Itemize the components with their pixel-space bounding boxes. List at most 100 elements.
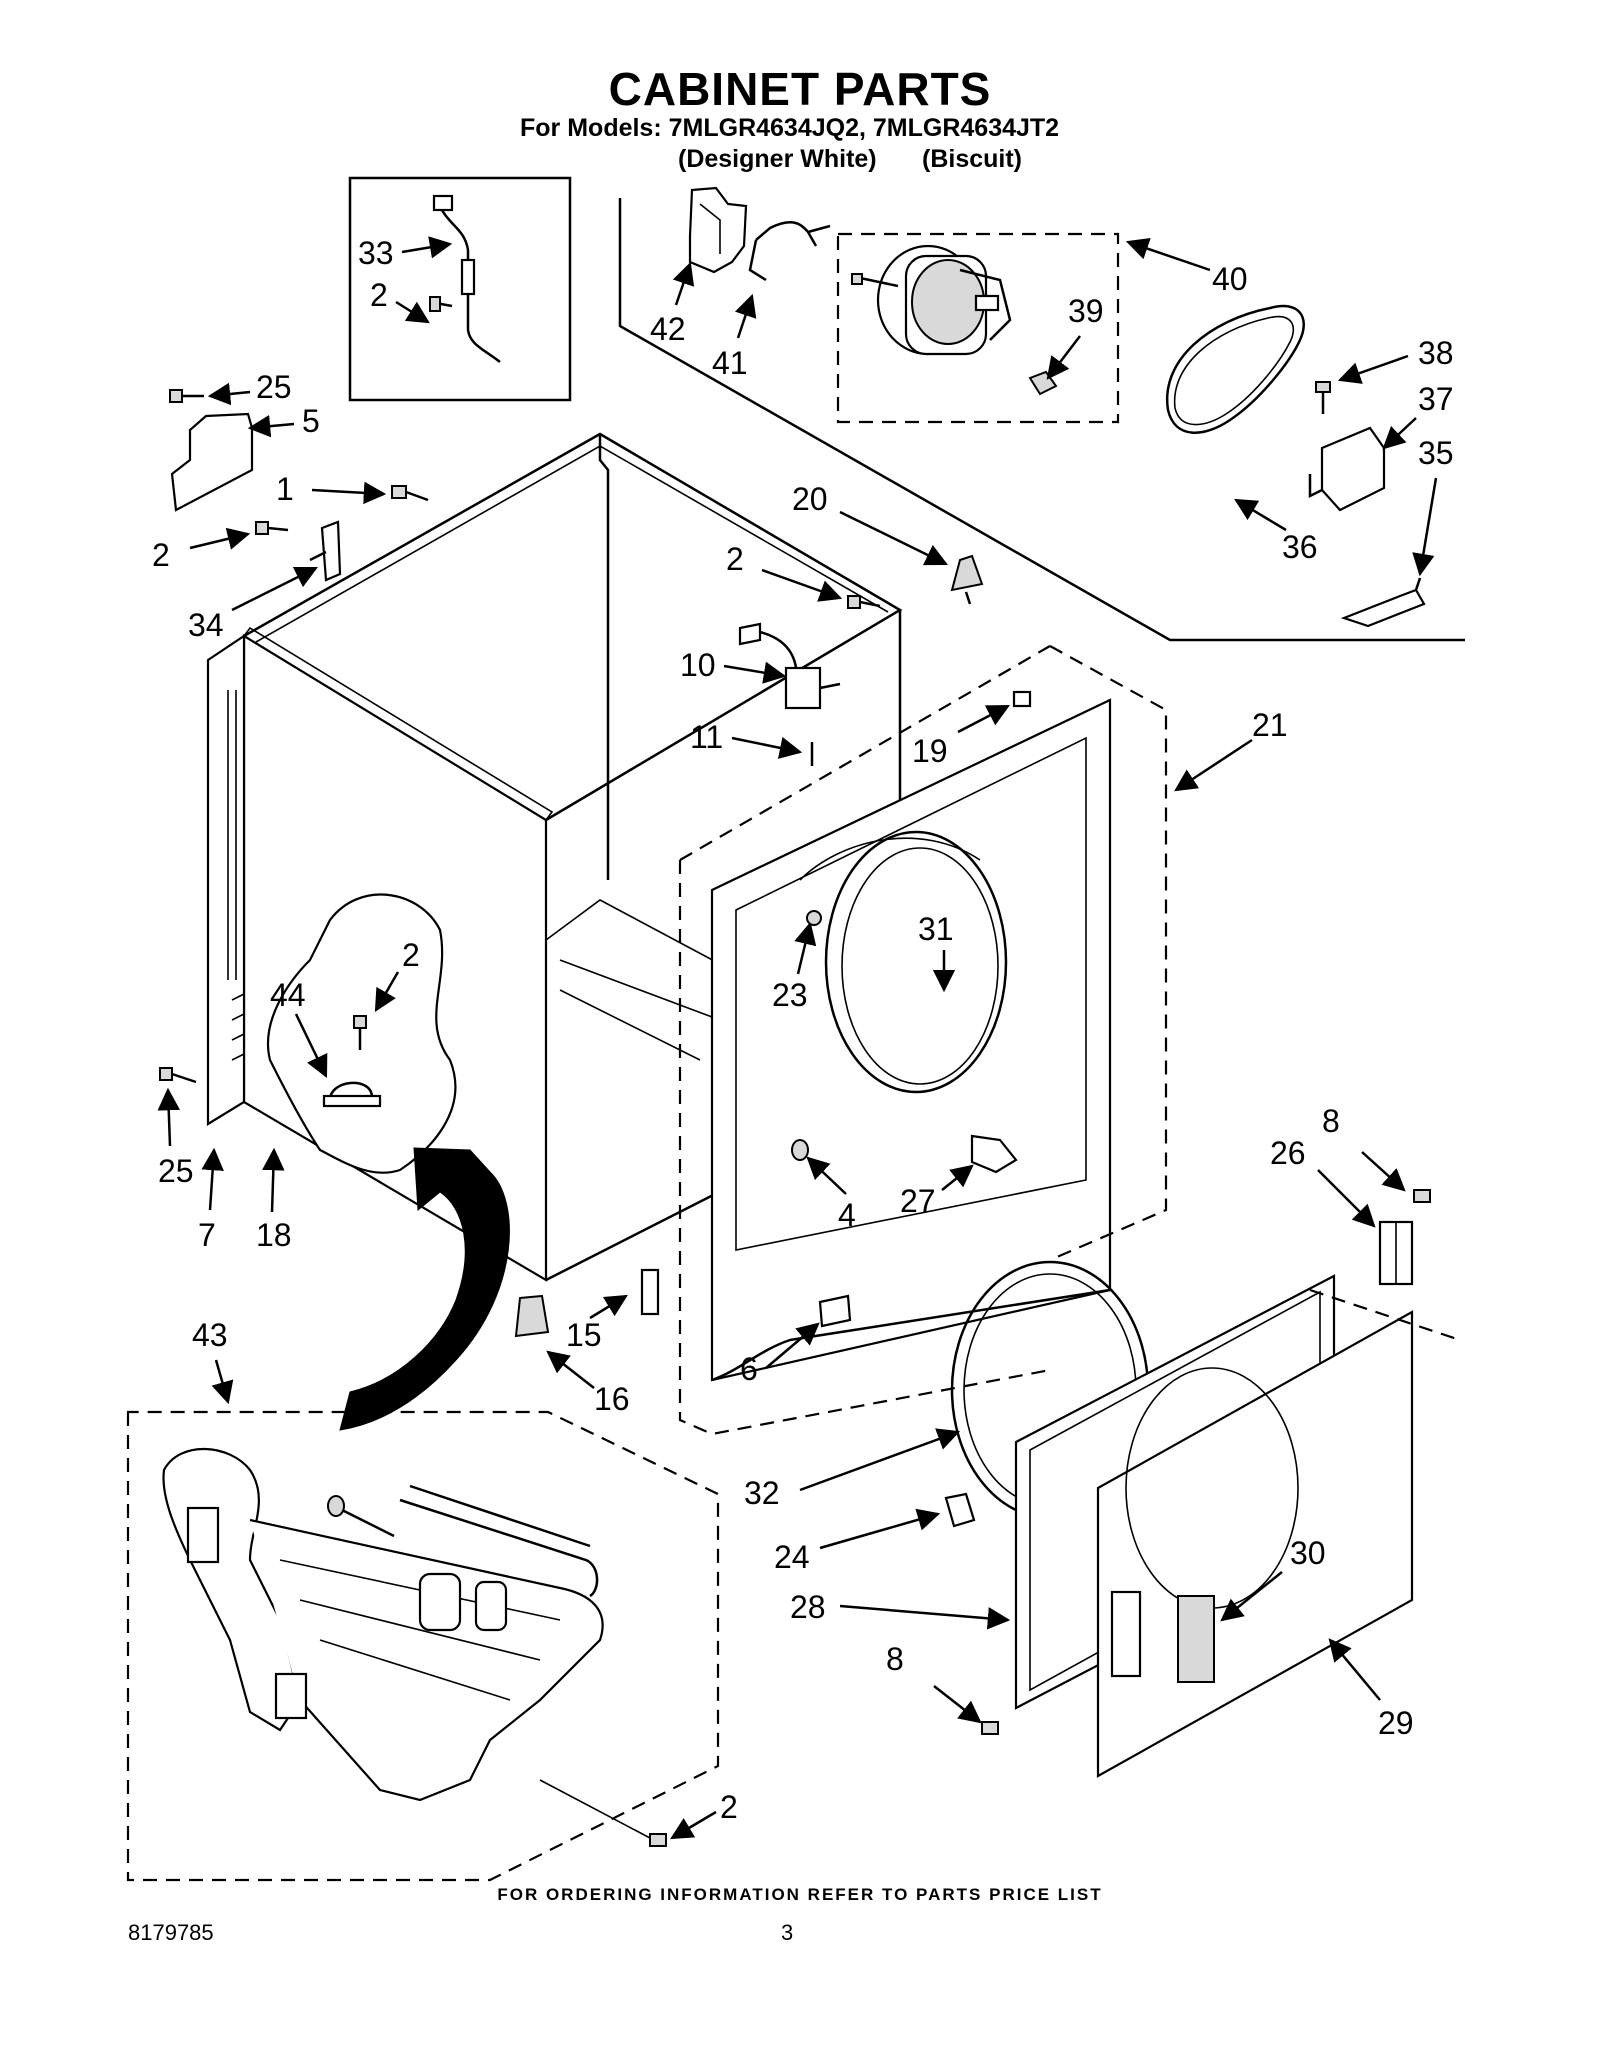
callout-44-label: 44 <box>270 977 306 1013</box>
callout-26-label: 26 <box>1270 1135 1306 1171</box>
part-36-drive-belt <box>1165 305 1305 434</box>
part-5-cover <box>170 412 254 512</box>
callout-21-label: 21 <box>1252 707 1288 743</box>
callout-28-label: 28 <box>790 1589 826 1625</box>
callout-32: 32 <box>744 1428 961 1511</box>
callout-30-label: 30 <box>1290 1535 1326 1571</box>
callout-15: 15 <box>566 1268 660 1353</box>
callout-20-label: 20 <box>792 481 828 517</box>
part-35-idler <box>1340 577 1426 628</box>
part-38-screw <box>1315 381 1331 414</box>
callout-29: 29 <box>1328 1638 1414 1741</box>
callout-4: 4 <box>791 1139 856 1233</box>
callout-37: 37 <box>1382 381 1454 450</box>
motor-assembly-box <box>836 232 1120 424</box>
part-39-motor <box>851 244 1058 396</box>
callout-11: 11 <box>690 719 814 766</box>
callout-5: 5 <box>247 403 320 439</box>
part-34-bracket <box>309 520 342 582</box>
part-25-screw-top <box>169 389 204 403</box>
callout-6: 6 <box>740 1294 852 1387</box>
callout-20: 20 <box>792 481 949 566</box>
callout-36: 36 <box>1234 498 1318 565</box>
callout-27: 27 <box>900 1134 1018 1219</box>
part-26-hinge <box>1378 1220 1414 1286</box>
callout-18-label: 18 <box>256 1217 292 1253</box>
callout-2-inset: 2 <box>370 277 430 324</box>
callout-2-left: 2 <box>152 521 289 573</box>
callout-25-bottom: 25 <box>157 1067 197 1189</box>
callout-1: 1 <box>276 471 429 507</box>
page-number: 3 <box>781 1920 794 1945</box>
callout-39-label: 39 <box>1068 293 1104 329</box>
door-assembly <box>950 1260 1461 1778</box>
callout-19: 19 <box>912 690 1032 769</box>
callout-23-label: 23 <box>772 977 808 1013</box>
callout-5-label: 5 <box>302 403 320 439</box>
motor-area-divider <box>618 198 1465 642</box>
inset-box-thermal-fuse <box>348 176 572 402</box>
part-42-bracket <box>688 186 748 274</box>
callout-33-label: 33 <box>358 235 394 271</box>
callout-7: 7 <box>198 1147 224 1253</box>
callout-33: 33 <box>358 235 453 271</box>
callout-15-label: 15 <box>566 1317 602 1353</box>
callout-40: 40 <box>1125 237 1248 297</box>
front-panel-outline <box>1049 645 1168 1262</box>
callout-16-label: 16 <box>594 1381 630 1417</box>
callout-10-label: 10 <box>680 647 716 683</box>
models-line: For Models: 7MLGR4634JQ2, 7MLGR4634JT2 <box>520 114 1059 143</box>
callout-24-label: 24 <box>774 1539 810 1575</box>
callout-18: 18 <box>256 1147 292 1253</box>
callout-34: 34 <box>188 566 319 643</box>
callout-28: 28 <box>790 1589 1011 1630</box>
callout-30: 30 <box>1220 1535 1326 1622</box>
part-43-burner-assembly <box>162 1447 604 1802</box>
callout-44: 44 <box>270 977 328 1079</box>
callout-27-label: 27 <box>900 1183 936 1219</box>
part-20-foot <box>950 554 984 605</box>
callout-29-label: 29 <box>1378 1705 1414 1741</box>
callout-40-label: 40 <box>1212 261 1248 297</box>
callout-42-label: 42 <box>650 311 686 347</box>
callout-34-label: 34 <box>188 607 224 643</box>
callout-38: 38 <box>1337 335 1454 384</box>
callout-2-bottom: 2 <box>539 1779 738 1847</box>
variant-designer-white: (Designer White) <box>678 145 877 173</box>
callout-41-label: 41 <box>712 345 748 381</box>
callout-2-inset-label: 2 <box>370 277 388 313</box>
model-numbers: 7MLGR4634JQ2, 7MLGR4634JT2 <box>668 114 1060 142</box>
ordering-note: FOR ORDERING INFORMATION REFER TO PARTS … <box>497 1885 1103 1904</box>
callout-11-label: 11 <box>690 719 723 755</box>
page-title: CABINET PARTS <box>608 63 992 115</box>
callout-25-bottom-label: 25 <box>158 1153 194 1189</box>
part-37-bracket <box>1308 426 1386 512</box>
callout-41: 41 <box>712 293 757 381</box>
callout-2-left-label: 2 <box>152 537 170 573</box>
callout-1-label: 1 <box>276 471 294 507</box>
callout-4-label: 4 <box>838 1197 856 1233</box>
callout-24: 24 <box>774 1492 976 1575</box>
callout-2-inner: 2 <box>353 937 420 1050</box>
callout-21: 21 <box>1174 707 1288 792</box>
callout-2-mid: 2 <box>726 541 881 609</box>
callout-10: 10 <box>680 647 787 684</box>
callout-19-label: 19 <box>912 733 948 769</box>
callout-38-label: 38 <box>1418 335 1454 371</box>
callout-36-label: 36 <box>1282 529 1318 565</box>
callout-43-label: 43 <box>192 1317 228 1353</box>
callout-35: 35 <box>1412 435 1454 577</box>
callout-25-top-label: 25 <box>256 369 292 405</box>
callout-2-bottom-label: 2 <box>720 1789 738 1825</box>
callout-37-label: 37 <box>1418 381 1454 417</box>
callout-31: 31 <box>918 911 956 993</box>
callout-8-bottom-label: 8 <box>886 1641 904 1677</box>
callout-6-label: 6 <box>740 1351 758 1387</box>
callout-23: 23 <box>772 910 822 1013</box>
callout-26: 26 <box>1270 1135 1376 1228</box>
callout-43: 43 <box>192 1317 234 1405</box>
callout-31-label: 31 <box>918 911 954 947</box>
part-10-switch <box>738 622 841 710</box>
document-number: 8179785 <box>128 1920 214 1945</box>
